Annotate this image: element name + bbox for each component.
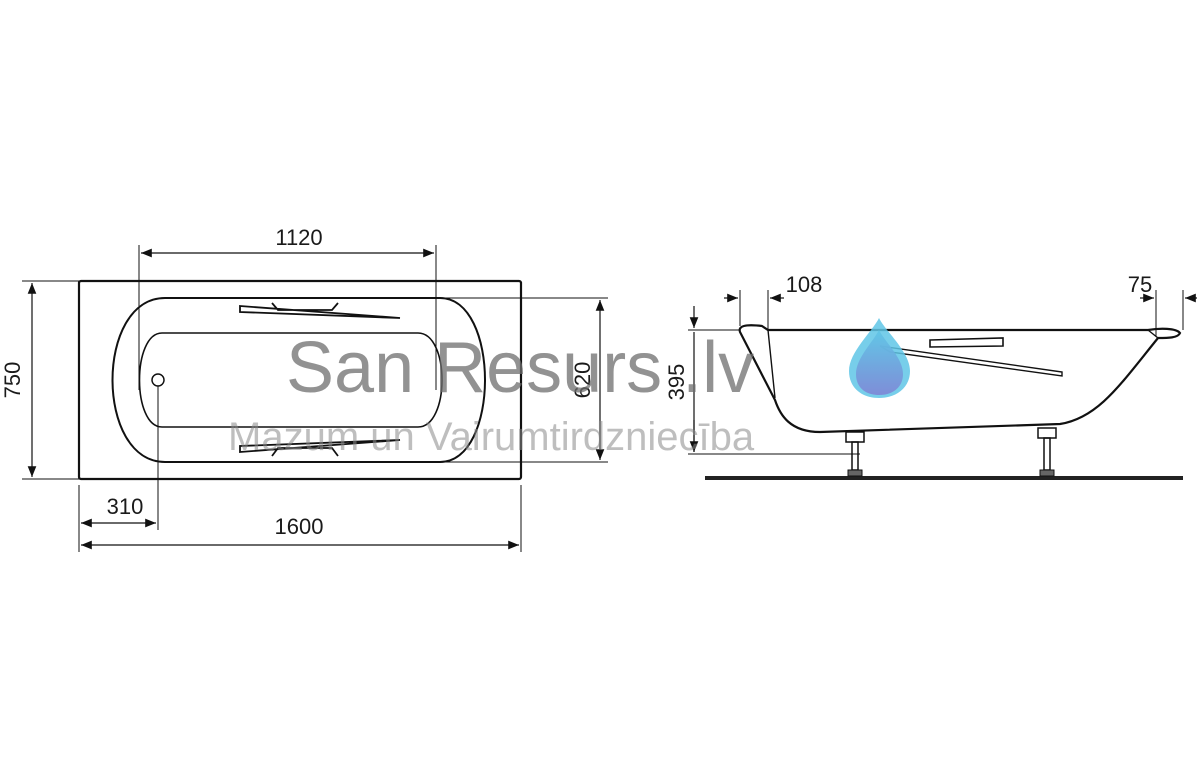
left-foot [845,431,865,477]
dim-75-label: 75 [1128,272,1152,297]
dim-620-label: 620 [570,362,595,399]
dim-108-label: 108 [786,272,823,297]
plan-view: 1120 750 620 310 1600 [0,225,608,552]
right-foot [1037,427,1057,477]
top-handle [239,302,401,319]
drain-icon [151,373,165,387]
tub-inner-rim [767,329,1159,399]
side-view: 108 75 395 [664,272,1197,480]
dim-310-label: 310 [107,494,144,519]
tub-basin [111,297,486,463]
dim-1120-label: 1120 [275,225,322,250]
tub-profile [738,324,1182,434]
side-handle [929,337,1004,348]
dim-1600-label: 1600 [275,514,324,539]
watermark: San Resurs .lv Mazum un Vairumtirdzniecī… [228,318,910,459]
dim-395-label: 395 [664,364,689,401]
water-drop-icon [849,318,910,398]
watermark-brand: San Resurs .lv [286,328,754,408]
dim-750-label: 750 [0,362,25,399]
bottom-handle [239,439,401,457]
tub-outline [77,279,523,481]
watermark-tagline: Mazum un Vairumtirdzniecība [228,415,755,459]
